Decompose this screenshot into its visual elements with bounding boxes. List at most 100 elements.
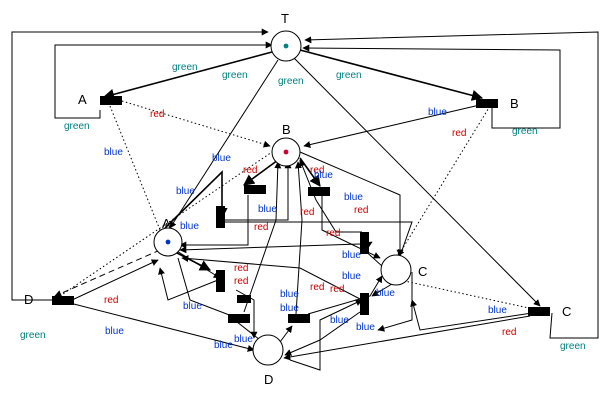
- arc-transDA-to-placeB: [243, 161, 282, 313]
- arc-outer-right-loop: [304, 31, 599, 339]
- transition-label-B: B: [510, 96, 519, 111]
- arc-transAD-to-placeD: [235, 289, 258, 339]
- arc-label-green: green: [336, 70, 362, 81]
- place-label-T: T: [281, 11, 289, 26]
- arc-transD-to-placeB: [59, 151, 273, 297]
- transition-BA: [244, 185, 266, 194]
- arc-label-blue: blue: [428, 107, 447, 118]
- arc-label-blue: blue: [356, 322, 375, 333]
- arc-label-blue: blue: [344, 192, 363, 203]
- arc-placeA-to-transD: [54, 249, 161, 297]
- arc-label-blue: blue: [234, 334, 253, 345]
- transition-DA: [228, 314, 250, 323]
- arc-labels-blue: blue blue blue blue blue blue blue blue …: [104, 107, 507, 351]
- token-A: [165, 239, 171, 245]
- transition-AD: [216, 270, 225, 292]
- arc-labels-red: red red red red red red red red red red …: [104, 109, 516, 338]
- arc-label-blue: blue: [258, 204, 277, 215]
- arc-label-blue: blue: [180, 221, 199, 232]
- arc-transAB-to-placeC: [224, 221, 413, 257]
- arc-transCA-to-placeB: [299, 159, 362, 233]
- arc-T-to-transB: [299, 49, 484, 101]
- arc-transB-to-placeC: [397, 105, 491, 257]
- place-label-A: A: [162, 216, 171, 231]
- arc-transD-to-placeD: [65, 301, 255, 352]
- arc-label-green: green: [64, 121, 90, 132]
- arc-label-blue: blue: [280, 303, 299, 314]
- arc-label-red: red: [104, 295, 118, 306]
- arc-transC-to-placeD: [283, 315, 531, 361]
- arc-placeB-to-placeC: [299, 151, 404, 257]
- arc-label-blue: blue: [314, 170, 333, 181]
- arc-label-red: red: [310, 282, 324, 293]
- place-label-C: C: [418, 264, 427, 279]
- place-D: [252, 334, 284, 366]
- arc-transAD-to-placeA: [158, 267, 219, 301]
- arc-label-red: red: [330, 284, 344, 295]
- arc-label-blue: blue: [488, 305, 507, 316]
- arc-label-red: red: [300, 207, 314, 218]
- arc-transA-to-transD: [109, 105, 161, 231]
- arc-label-red: red: [310, 165, 324, 176]
- arc-label-blue: blue: [183, 301, 202, 312]
- arc-label-red: red: [234, 263, 248, 274]
- arc-placeB-to-transBA: [243, 159, 279, 186]
- transition-A: [100, 96, 122, 105]
- arc-A-loop: [54, 41, 273, 119]
- arc-T-to-transA: [102, 51, 273, 100]
- arc-transB-to-placeB: [303, 103, 485, 148]
- arc-label-blue: blue: [280, 289, 299, 300]
- arc-label-red: red: [150, 109, 164, 120]
- arc-label-blue: blue: [330, 315, 349, 326]
- arc-label-green: green: [172, 62, 198, 73]
- transition-BC: [308, 187, 330, 196]
- transition-label-D: D: [24, 292, 33, 307]
- arc-label-red: red: [326, 228, 340, 239]
- transition-CD: [360, 293, 369, 315]
- transition-DC: [288, 314, 310, 323]
- arc-transBC-to-placeC: [321, 196, 381, 259]
- arc-label-blue: blue: [212, 153, 231, 164]
- arc-labels-green: green green green green green green gree…: [20, 62, 586, 352]
- arc-transCD-to-placeA: [181, 255, 363, 301]
- arc-transCA-to-placeA: [179, 243, 361, 254]
- transition-C: [528, 307, 550, 316]
- arc-label-blue: blue: [176, 186, 195, 197]
- token-B: [283, 149, 289, 155]
- arc-label-green: green: [20, 330, 46, 341]
- arc-label-blue: blue: [376, 288, 395, 299]
- arc-label-green: green: [560, 341, 586, 352]
- transition-AD-small: [237, 295, 251, 303]
- arc-label-blue: blue: [105, 326, 124, 337]
- arc-transBA-to-placeA: [179, 195, 249, 249]
- arc-label-red: red: [452, 128, 466, 139]
- arc-label-blue: blue: [104, 147, 123, 158]
- arc-label-blue: blue: [342, 271, 361, 282]
- arc-label-red: red: [254, 222, 268, 233]
- arc-placeD-to-transCD-loop: [289, 299, 363, 371]
- arc-label-blue: blue: [214, 340, 233, 351]
- token-T: [283, 43, 289, 49]
- arc-transD-to-placeA: [71, 259, 159, 301]
- transition-AB: [216, 206, 225, 228]
- arc-label-red: red: [354, 205, 368, 216]
- place-C: [380, 254, 412, 286]
- arc-label-green: green: [222, 70, 248, 81]
- arc-label-red: red: [234, 276, 248, 287]
- arc-placeA-to-transAB: [164, 170, 228, 229]
- arc-label-blue: blue: [342, 250, 361, 261]
- arc-transA-to-placeB: [121, 100, 271, 148]
- arc-placeA-to-transAD-2: [174, 251, 211, 271]
- arc-placeC-to-transCD: [371, 283, 393, 297]
- arc-T-to-transC: [293, 57, 541, 307]
- arc-outer-left-loop: [11, 28, 269, 301]
- arc-T-to-placeA: [169, 59, 279, 229]
- arc-B-loop: [302, 44, 561, 129]
- transition-label-A: A: [78, 92, 87, 107]
- arc-label-red: red: [502, 327, 516, 338]
- arc-label-red: red: [243, 165, 257, 176]
- arc-placeD-to-transDC: [279, 325, 293, 343]
- arc-transDC-to-placeB: [294, 161, 303, 315]
